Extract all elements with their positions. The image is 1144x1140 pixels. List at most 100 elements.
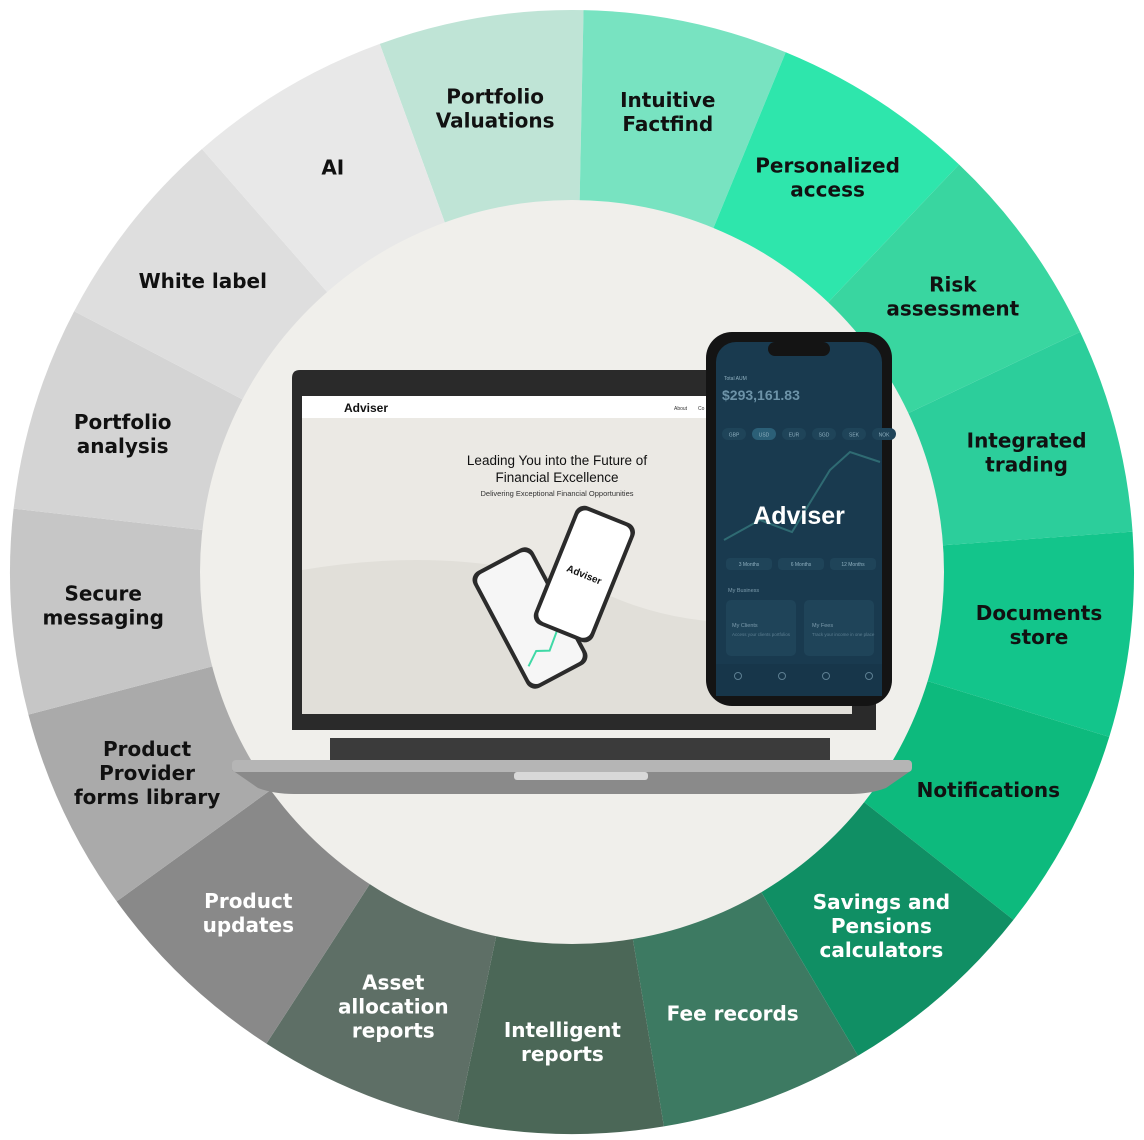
currency-tab-label: SGD [819, 433, 830, 439]
phone-profile-icon[interactable] [865, 672, 873, 680]
phone-section-title: My Business [728, 588, 759, 594]
segment-label-line: Pensions [831, 914, 932, 938]
segment-label-line: Product [204, 889, 293, 913]
segment-label-line: Product [103, 737, 192, 761]
segment-label-line: reports [521, 1042, 604, 1066]
laptop-nav-contact[interactable]: Co [698, 406, 705, 412]
segment-label-line: store [1010, 625, 1069, 649]
segment-label-line: Secure [64, 582, 142, 606]
laptop-subheadline: Delivering Exceptional Financial Opportu… [481, 489, 634, 498]
phone-bottom-nav [716, 664, 882, 696]
phone-card-fees-text: Track your income in one place [812, 632, 875, 637]
period-tab[interactable] [830, 558, 876, 570]
currency-tab[interactable] [752, 428, 776, 440]
segment-label-line: Fee records [667, 1002, 799, 1026]
phone-card-fees[interactable] [804, 600, 874, 656]
currency-tab-label: SEK [849, 433, 860, 439]
segment-label-line: access [790, 178, 865, 202]
phone-messages-icon[interactable] [778, 672, 786, 680]
period-tab[interactable] [726, 558, 772, 570]
segment-label-line: assessment [886, 297, 1019, 321]
phone-card-clients[interactable] [726, 600, 796, 656]
currency-tab[interactable] [722, 428, 746, 440]
period-tab-label: 3 Months [739, 562, 760, 568]
segment-label-line: messaging [42, 606, 163, 630]
segment-label-line: Risk [929, 273, 977, 297]
segment-label-line: analysis [77, 434, 169, 458]
phone-chart-line [723, 450, 881, 541]
currency-tab[interactable] [842, 428, 866, 440]
segment-label-16: AI [321, 155, 344, 179]
currency-tab[interactable] [782, 428, 806, 440]
laptop-headline-2: Financial Excellence [495, 470, 618, 485]
segment-label-line: Savings and [813, 890, 950, 914]
segment-label-line: White label [139, 269, 267, 293]
segment-label-line: reports [352, 1019, 435, 1043]
period-tab[interactable] [778, 558, 824, 570]
currency-tab-label: USD [759, 433, 770, 439]
currency-tab-label: GBP [729, 433, 740, 439]
segment-label-line: Factfind [622, 112, 713, 136]
phone-card-fees-title: My Fees [812, 623, 833, 629]
segment-label-8: Fee records [667, 1002, 799, 1026]
segment-label-line: Documents [976, 601, 1103, 625]
segment-label-line: Intuitive [620, 88, 715, 112]
segment-label-line: AI [321, 155, 344, 179]
segment-label-line: trading [985, 453, 1068, 477]
segment-label-line: Asset [362, 971, 425, 995]
currency-tab[interactable] [812, 428, 836, 440]
laptop-mockup: Adviser About Co Leading You into the Fu… [232, 370, 912, 794]
segment-label-line: calculators [820, 938, 944, 962]
phone-logo: Adviser [753, 502, 845, 530]
segment-label-line: Integrated [967, 429, 1087, 453]
phone-aum-label: Total AUM [724, 376, 747, 382]
segment-label-line: forms library [74, 785, 220, 809]
period-tab-label: 6 Months [791, 562, 812, 568]
segment-label-line: Portfolio [446, 84, 544, 108]
currency-tab-label: EUR [789, 433, 800, 439]
segment-label-line: Intelligent [504, 1018, 621, 1042]
segment-label-line: Valuations [436, 108, 555, 132]
phone-trade-icon[interactable] [822, 672, 830, 680]
segment-label-line: Portfolio [74, 410, 172, 434]
laptop-phone-illustration-back [472, 547, 588, 689]
segment-label-6: Notifications [917, 778, 1060, 802]
phone-card-clients-title: My Clients [732, 623, 758, 629]
currency-tab[interactable] [872, 428, 896, 440]
segment-label-line: updates [203, 913, 294, 937]
phone-notch [768, 342, 830, 356]
segment-label-15: White label [139, 269, 267, 293]
laptop-deck [232, 760, 912, 772]
laptop-trackpad-notch [514, 772, 648, 780]
segment-label-line: allocation [338, 995, 449, 1019]
phone-home-icon[interactable] [734, 672, 742, 680]
laptop-base [232, 770, 912, 794]
laptop-phone-illustration-front: Adviser [533, 505, 636, 643]
laptop-headline-1: Leading You into the Future of [467, 453, 647, 468]
segment-label-line: Notifications [917, 778, 1060, 802]
phone-period-tabs: 3 Months 6 Months 12 Months [726, 558, 876, 570]
segment-label-line: Provider [99, 761, 195, 785]
laptop-nav-about[interactable]: About [674, 406, 688, 412]
period-tab-label: 12 Months [841, 562, 865, 568]
laptop-keyboard [330, 738, 830, 760]
segment-label-line: Personalized [755, 154, 900, 178]
phone-card-clients-text: Access your clients portfolios [732, 632, 791, 637]
